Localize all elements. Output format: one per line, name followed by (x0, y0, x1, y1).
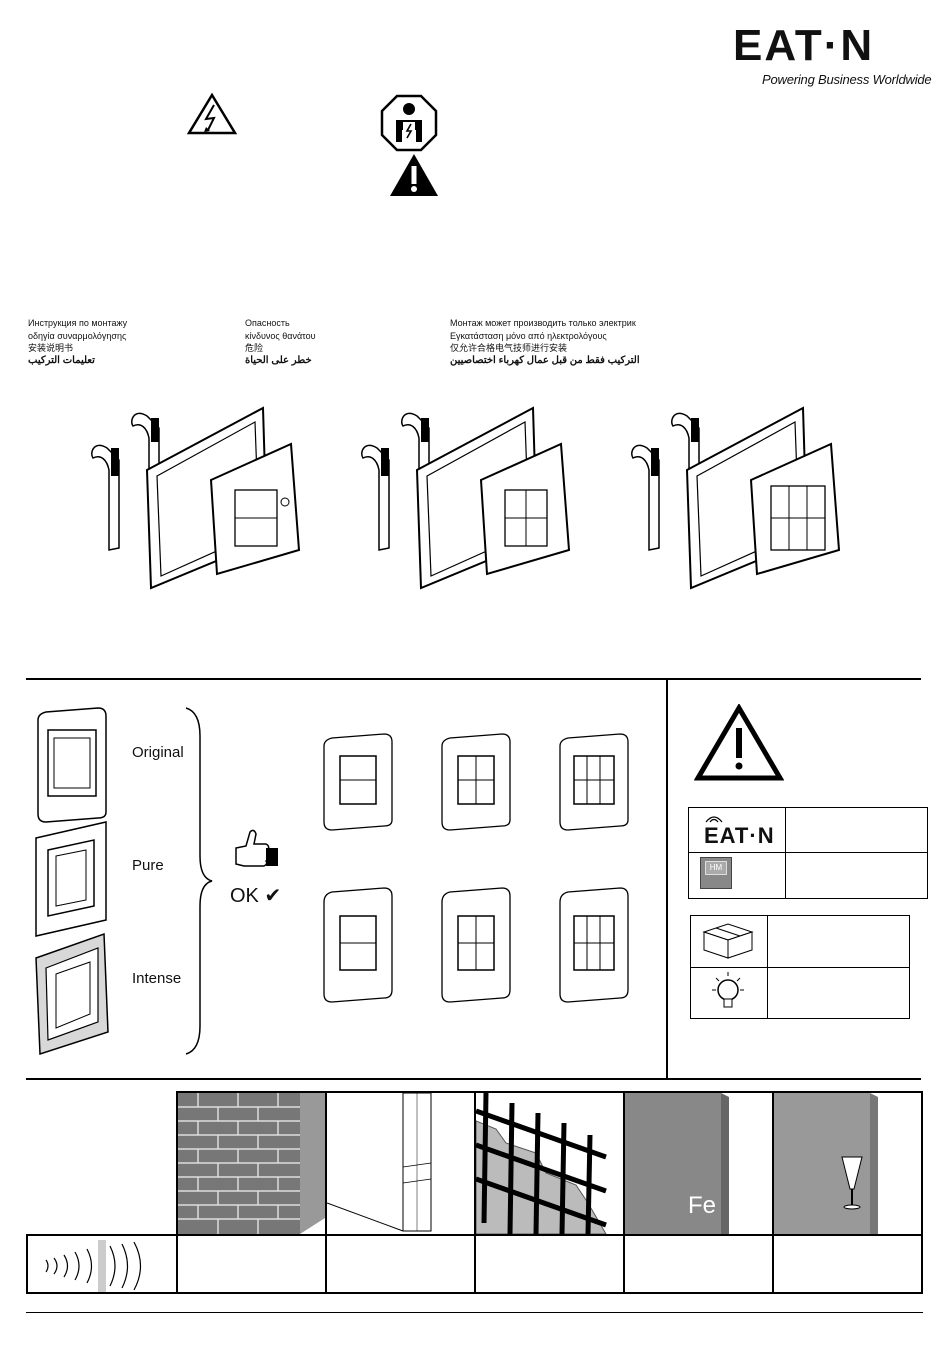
multilingual-electrician-only: Монтаж может производить только электрик… (450, 317, 640, 367)
range-col-6 (921, 1091, 923, 1294)
section-divider-top (26, 678, 921, 680)
frame-label-intense: Intense (132, 970, 182, 987)
multilingual-danger: Опасность κίνδυνος θανάτου 危险 خطر على ال… (245, 317, 316, 367)
table-row-divider (688, 852, 928, 853)
compatibility-table (688, 807, 928, 899)
brick-wall-illustration (178, 1093, 325, 1234)
glass-pane-illustration (774, 1093, 878, 1234)
table-col-divider (785, 807, 786, 899)
ok-label: OK ✔ (230, 885, 282, 907)
light-bulb-icon (712, 972, 744, 1008)
ml-text: οδηγία συναρμολόγησης (28, 330, 127, 341)
thumbs-up-icon (235, 829, 278, 867)
ml-text: κίνδυνος θανάτου (245, 330, 316, 341)
hm-device-label: HM (705, 861, 727, 875)
range-col-5 (772, 1091, 774, 1294)
ml-text: خطر على الحياة (245, 354, 312, 366)
range-col-1 (176, 1091, 178, 1294)
switch-variant-5 (441, 887, 511, 1003)
switch-variant-3 (559, 733, 629, 831)
table-row-divider (690, 967, 910, 968)
wireless-signal-icon (705, 816, 723, 823)
ml-text: Инструкция по монтажу (28, 318, 128, 328)
switch-variant-4 (323, 887, 393, 1003)
brand-logo: EAT·N (733, 21, 875, 70)
grouping-brace (185, 707, 213, 1055)
ml-text: Εγκατάσταση μόνο από ηλεκτρολόγους (450, 330, 607, 341)
brand-tagline: Powering Business Worldwide (762, 72, 932, 87)
frame-label-pure: Pure (132, 857, 164, 874)
range-col-3 (474, 1091, 476, 1294)
multilingual-install-instructions: Инструкция по монтажу οδηγία συναρμολόγη… (28, 317, 127, 367)
metal-fe-label: Fe (688, 1192, 717, 1219)
wireless-brand-label: EAT·N (704, 823, 775, 848)
frame-label-original: Original (132, 744, 184, 761)
ml-text: التركيب فقط من قبل عمال كهرباء اختصاصيين (450, 354, 640, 366)
frame-pure-illustration (35, 821, 107, 937)
package-box-icon (702, 923, 754, 959)
reinforced-concrete-illustration (476, 1093, 607, 1234)
qualified-electrician-icon (380, 94, 438, 152)
section-divider-vertical (666, 680, 668, 1080)
ml-text: 危险 (245, 343, 264, 353)
ml-text: 安装说明书 (28, 343, 74, 353)
metal-plate-illustration (625, 1093, 729, 1234)
range-table-top (176, 1091, 923, 1093)
range-col-2 (325, 1091, 327, 1294)
frame-original-illustration (37, 707, 107, 823)
hm-device-icon: HM (700, 857, 732, 889)
caution-warning-icon (390, 154, 438, 196)
ml-text: Опасность (245, 318, 290, 328)
switch-variant-6 (559, 887, 629, 1003)
device-assembly-illustration-3 (631, 406, 841, 590)
device-assembly-illustration-1 (91, 406, 301, 590)
high-voltage-warning-icon (186, 92, 238, 135)
range-col-4 (623, 1091, 625, 1294)
section-divider-bottom (26, 1078, 921, 1080)
wooden-board-illustration (327, 1093, 432, 1232)
switch-variant-1 (323, 733, 393, 831)
attention-warning-icon (694, 704, 784, 781)
ml-text: تعليمات التركيب (28, 354, 95, 366)
frame-intense-illustration (35, 932, 109, 1056)
ml-text: Монтаж может производить только электрик (450, 318, 636, 328)
switch-variant-2 (441, 733, 511, 831)
table-col-divider (767, 915, 768, 1019)
device-assembly-illustration-2 (361, 406, 571, 590)
radio-signal-icon (45, 1240, 142, 1292)
page-footer-line (26, 1312, 923, 1313)
ml-text: 仅允许合格电气技师进行安装 (450, 343, 568, 353)
